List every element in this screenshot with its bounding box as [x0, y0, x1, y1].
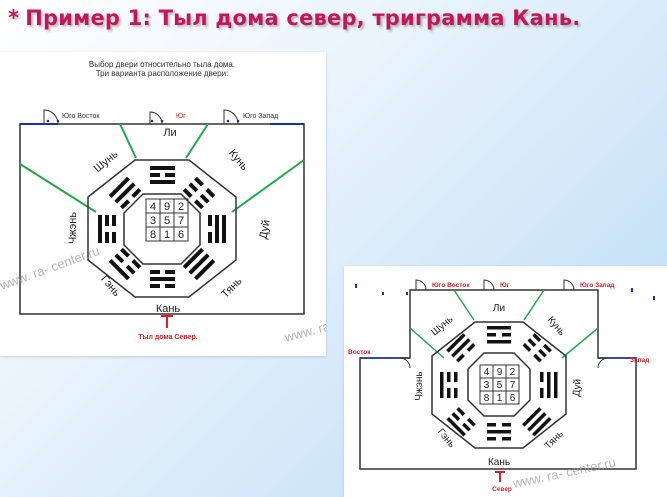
- door-label-south: Юг: [176, 113, 186, 120]
- diagram-house-north-back: Выбор двери относительно тыла дома. Три …: [0, 52, 326, 356]
- trigram-label-tian: Тянь: [219, 275, 245, 301]
- trigram-xun-symbol: [446, 333, 476, 363]
- grid-cell: 3: [484, 380, 490, 391]
- door-label-southeast: Юго Восток: [432, 282, 470, 289]
- watermark: www. ra- center.ru: [0, 243, 101, 293]
- grid-cell: 2: [178, 201, 184, 213]
- grid-cell: 8: [484, 393, 490, 404]
- door-label-north: Север: [492, 486, 512, 493]
- trigram-label-kun: Кунь: [226, 147, 251, 173]
- trigram-tian-symbol: [182, 247, 216, 281]
- door-label-southwest: Юго Запад: [243, 113, 278, 120]
- trigram-kun-symbol: [182, 176, 216, 210]
- trigram-xun-symbol: [108, 176, 142, 210]
- trigram-dui-symbol: [540, 372, 558, 398]
- grid-cell: 5: [164, 215, 170, 227]
- inner-octagon: [123, 193, 201, 265]
- trigram-label-kan: Кань: [488, 457, 510, 468]
- door-southwest: [563, 279, 575, 291]
- grid-cell: 9: [497, 367, 503, 378]
- trigram-label-zhen: Чжэнь: [67, 212, 79, 244]
- watermark: www. ra- center.ru: [511, 454, 618, 491]
- door-southeast: [43, 109, 60, 125]
- door-south: [483, 279, 495, 291]
- door-label-east: Восток: [348, 349, 371, 356]
- trigram-zhen-symbol: [98, 215, 116, 243]
- inner-octagon: [467, 352, 531, 417]
- slide-title: *Пример 1: Тыл дома север, триграмма Кан…: [8, 6, 580, 30]
- door-south: [149, 111, 164, 125]
- wall-marks: [355, 284, 655, 300]
- grid-cell: 2: [510, 367, 516, 378]
- magic-square-grid: [479, 364, 520, 405]
- title-bullet: *: [8, 6, 20, 30]
- grid-cell: 6: [178, 229, 184, 241]
- diagram-house-doors-variants: Юго Восток Юг Юго Запад Восток Запад 4 9…: [344, 266, 667, 497]
- door-east: [399, 357, 411, 369]
- sector-lines: [409, 289, 599, 359]
- diagram-caption-line1: Выбор двери относительно тыла дома.: [89, 60, 235, 69]
- door-label-west: Запад: [630, 357, 649, 364]
- sector-lines: [19, 123, 305, 213]
- trigram-label-kun: Кунь: [545, 315, 567, 339]
- trigram-dui-symbol: [208, 215, 226, 243]
- door-label-southwest: Юго Запад: [580, 282, 614, 289]
- diagram-caption-line2: Три варианта расположение двери:: [96, 69, 229, 78]
- magic-square-grid: [145, 198, 189, 242]
- trigram-gen-symbol: [108, 247, 142, 281]
- grid-cell: 8: [150, 229, 156, 241]
- trigram-kan-symbol: [150, 270, 175, 288]
- trigram-label-zhen: Чжэнь: [414, 371, 425, 400]
- trigram-label-gen: Гэнь: [98, 273, 122, 299]
- title-text: Пример 1: Тыл дома север, триграмма Кань…: [25, 6, 581, 30]
- door-southeast: [415, 279, 427, 291]
- house-outline: [19, 123, 305, 315]
- grid-cell: 7: [510, 380, 516, 391]
- grid-cell: 1: [497, 393, 503, 404]
- trigram-tian-symbol: [522, 407, 552, 437]
- trigram-label-li: Ли: [163, 127, 176, 139]
- trigram-label-xun: Шунь: [429, 314, 455, 338]
- trigram-gen-symbol: [446, 407, 476, 437]
- grid-cell: 1: [164, 229, 170, 241]
- grid-cell: 7: [178, 215, 184, 227]
- trigram-li-symbol: [150, 166, 175, 184]
- grid-cell: 6: [510, 393, 516, 404]
- door-southwest: [223, 109, 240, 125]
- trigram-kan-symbol: [487, 423, 511, 441]
- door-label-south: Юг: [500, 282, 510, 289]
- trigram-label-xun: Шунь: [92, 148, 121, 175]
- door-north: [495, 471, 505, 482]
- trigram-label-kan: Кань: [156, 303, 181, 315]
- back-label: Тыл дома Север.: [138, 334, 197, 341]
- trigram-zhen-symbol: [440, 372, 458, 398]
- grid-cell: 5: [497, 380, 503, 391]
- back-marker: [161, 315, 173, 328]
- grid-cell: 4: [150, 201, 156, 213]
- trigram-label-tian: Тянь: [543, 429, 566, 452]
- door-west: [597, 357, 609, 369]
- trigram-label-dui: Дуй: [257, 219, 272, 240]
- outer-octagon: [87, 159, 237, 298]
- grid-cell: 3: [150, 215, 156, 227]
- door-label-southeast: Юго Восток: [62, 113, 100, 120]
- grid-cell: 4: [484, 367, 490, 378]
- trigram-kun-symbol: [522, 333, 552, 363]
- outer-octagon: [431, 321, 567, 449]
- trigram-label-dui: Дуй: [571, 379, 583, 397]
- trigram-label-li: Ли: [493, 303, 505, 314]
- grid-cell: 9: [164, 201, 170, 213]
- trigram-li-symbol: [487, 326, 511, 344]
